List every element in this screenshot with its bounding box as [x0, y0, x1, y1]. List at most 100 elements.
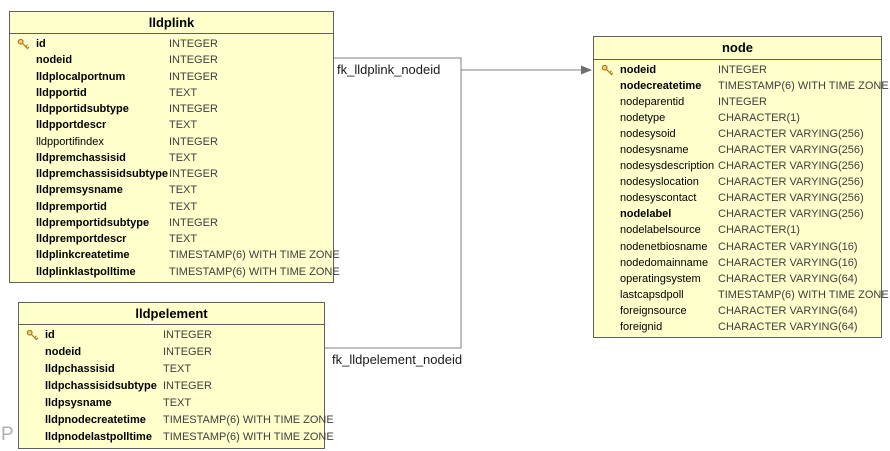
column-type: CHARACTER VARYING(256) — [718, 208, 864, 221]
key-spacer — [17, 152, 30, 165]
column-row-lldpchassisid: lldpchassisid TEXT — [19, 361, 324, 378]
key-spacer — [17, 119, 30, 132]
column-type: INTEGER — [169, 103, 218, 115]
table-title: node — [594, 37, 881, 60]
column-name: lastcapsdpoll — [620, 288, 684, 301]
column-type: CHARACTER VARYING(64) — [718, 272, 858, 285]
key-spacer — [26, 346, 39, 359]
column-type: TEXT — [169, 233, 198, 245]
column-name: lldpremportidsubtype — [36, 216, 150, 229]
column-name: id — [36, 38, 46, 50]
column-type: CHARACTER VARYING(64) — [718, 320, 858, 333]
column-type: TIMESTAMP(6) WITH TIME ZONE — [718, 288, 889, 301]
column-type: TIMESTAMP(6) WITH TIME ZONE — [169, 265, 340, 278]
column-type: INTEGER — [163, 329, 212, 341]
column-name: nodetype — [620, 112, 666, 125]
column-type: INTEGER — [169, 216, 218, 229]
key-spacer — [601, 144, 614, 157]
column-type: CHARACTER VARYING(16) — [718, 240, 858, 253]
column-type: INTEGER — [169, 135, 218, 148]
key-spacer — [17, 71, 30, 84]
column-type: TIMESTAMP(6) WITH TIME ZONE — [718, 80, 889, 93]
key-spacer — [601, 192, 614, 205]
column-type: TIMESTAMP(6) WITH TIME ZONE — [163, 414, 334, 427]
column-row-nodelabelsource: nodelabelsource CHARACTER(1) — [594, 222, 881, 238]
table-title: lldpelement — [19, 303, 324, 325]
column-name: nodelabelsource — [620, 224, 701, 237]
key-spacer — [17, 87, 30, 100]
column-type: CHARACTER(1) — [718, 224, 800, 237]
column-type: CHARACTER VARYING(256) — [718, 144, 864, 157]
column-name: nodeid — [620, 64, 657, 76]
arrowhead-icon — [581, 65, 592, 75]
key-spacer — [601, 160, 614, 173]
column-type: TIMESTAMP(6) WITH TIME ZONE — [163, 431, 334, 444]
column-name: lldplinklastpolltime — [36, 265, 136, 278]
key-spacer — [17, 54, 30, 67]
key-spacer — [17, 184, 30, 197]
column-type: INTEGER — [163, 380, 212, 393]
key-spacer — [17, 217, 30, 230]
key-spacer — [26, 380, 39, 393]
relation-line-fk-lldpelement-nodeid — [325, 70, 462, 349]
key-spacer — [601, 321, 614, 334]
relation-line-fk-lldplink-nodeid — [334, 57, 582, 71]
column-row-lastcapsdpoll: lastcapsdpoll TIMESTAMP(6) WITH TIME ZONE — [594, 287, 889, 303]
column-type: INTEGER — [169, 70, 218, 83]
column-row-nodesysname: nodesysname CHARACTER VARYING(256) — [594, 142, 881, 158]
column-type: TEXT — [169, 151, 198, 164]
column-name: lldpchassisid — [45, 363, 115, 376]
column-row-lldplocalportnum: lldplocalportnum INTEGER — [10, 69, 333, 85]
primary-key-cell — [17, 38, 30, 51]
column-name: foreignsource — [620, 304, 687, 317]
key-spacer — [601, 80, 614, 93]
column-type: TEXT — [169, 184, 198, 197]
column-type: TEXT — [163, 363, 192, 376]
column-name: nodesysname — [620, 144, 689, 157]
column-name: nodesysdescription — [620, 160, 715, 173]
column-name: lldpchassisidsubtype — [45, 380, 157, 393]
key-spacer — [601, 112, 614, 125]
watermark-text: P — [1, 424, 14, 445]
column-name: nodeid — [45, 346, 82, 359]
column-type: TIMESTAMP(6) WITH TIME ZONE — [169, 249, 340, 262]
column-name: lldplinkcreatetime — [36, 249, 130, 262]
key-spacer — [17, 266, 30, 279]
column-name: lldplocalportnum — [36, 70, 126, 83]
key-spacer — [601, 305, 614, 318]
column-name: lldpremportdescr — [36, 233, 127, 245]
column-name: foreignid — [620, 320, 663, 333]
key-spacer — [601, 96, 614, 109]
column-type: INTEGER — [163, 346, 212, 359]
column-name: lldpnodelastpolltime — [45, 431, 152, 444]
key-spacer — [601, 273, 614, 286]
column-name: lldpremportid — [36, 200, 107, 213]
column-name: nodeid — [36, 54, 73, 67]
column-name: lldpremchassisidsubtype — [36, 168, 169, 180]
